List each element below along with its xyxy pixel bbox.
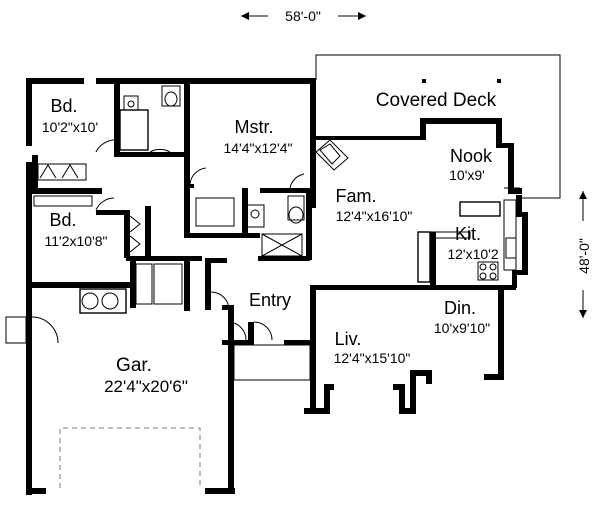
gar-name: Gar. bbox=[116, 355, 152, 376]
din-size: 10'x9'10" bbox=[434, 320, 490, 336]
liv-name: Liv. bbox=[335, 329, 362, 349]
bd1-size: 10'2"x10' bbox=[42, 119, 98, 135]
gar-size: 22'4"x20'6" bbox=[104, 377, 188, 396]
kit-size: 12'x10'2 bbox=[447, 246, 498, 262]
width-dimension: 58'-0" bbox=[241, 8, 366, 24]
liv-size: 12'4"x15'10" bbox=[334, 350, 411, 366]
walls bbox=[26, 78, 528, 495]
covered-deck-outline bbox=[315, 54, 561, 199]
bd1-name: Bd. bbox=[50, 96, 77, 116]
width-label: 58'-0" bbox=[285, 8, 321, 24]
bd2-name: Bd. bbox=[49, 210, 76, 230]
fixtures bbox=[5, 85, 520, 488]
entry-name: Entry bbox=[249, 290, 291, 310]
nook-name: Nook bbox=[450, 146, 493, 166]
nook-size: 10'x9' bbox=[449, 167, 485, 183]
bd2-size: 11'2x10'8" bbox=[45, 233, 108, 249]
fam-size: 12'4"x16'10" bbox=[336, 208, 413, 224]
depth-dimension: 48'-0" bbox=[576, 191, 592, 318]
mstr-name: Mstr. bbox=[235, 117, 274, 137]
room-labels: Bd. 10'2"x10' Bd. 11'2x10'8" Mstr. 14'4"… bbox=[42, 90, 499, 396]
deck-name: Covered Deck bbox=[376, 90, 497, 111]
fam-name: Fam. bbox=[335, 186, 376, 206]
din-name: Din. bbox=[444, 298, 476, 318]
depth-label: 48'-0" bbox=[576, 238, 592, 274]
kit-name: Kit. bbox=[455, 224, 481, 244]
mstr-size: 14'4"x12'4" bbox=[223, 140, 292, 156]
